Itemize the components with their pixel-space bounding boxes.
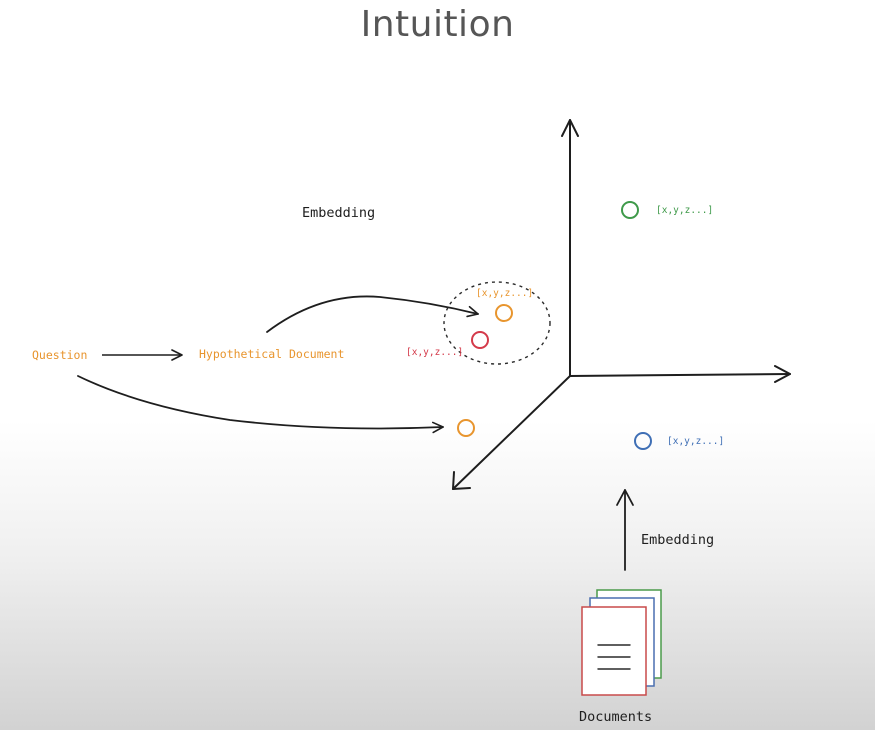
similarity-region [443,281,551,365]
z-axis-arrowhead [452,471,471,490]
matched-document-vector-label: [x,y,z...] [406,347,463,358]
page-title: Intuition [360,4,515,45]
document-page-red [581,606,647,696]
green-vector-label: [x,y,z...] [656,205,713,216]
question-embedding-arrow [77,375,444,434]
hypothetical-vector-label: [x,y,z...] [476,288,533,299]
axes [452,119,791,490]
blue-vector-label: [x,y,z...] [667,436,724,447]
hypothetical-document-label: Hypothetical Document [199,347,344,361]
green-document-point [621,201,639,219]
hypothetical-embedding-arrow [266,295,479,333]
embedding-label-bottom: Embedding [641,532,714,548]
matched-document-point [471,331,489,349]
document-text-lines [597,644,631,670]
z-axis [452,375,571,490]
documents-embedding-arrowhead [616,489,634,506]
documents-stack-icon [581,589,662,696]
x-axis-arrowhead [774,365,791,383]
blue-document-point [634,432,652,450]
question-label: Question [32,348,87,362]
y-axis-arrowhead [561,119,579,137]
x-axis [569,373,791,377]
documents-label: Documents [579,709,652,725]
question-embedding-point [457,419,475,437]
embedding-label-top: Embedding [302,205,375,221]
hypothetical-embedding-point [495,304,513,322]
